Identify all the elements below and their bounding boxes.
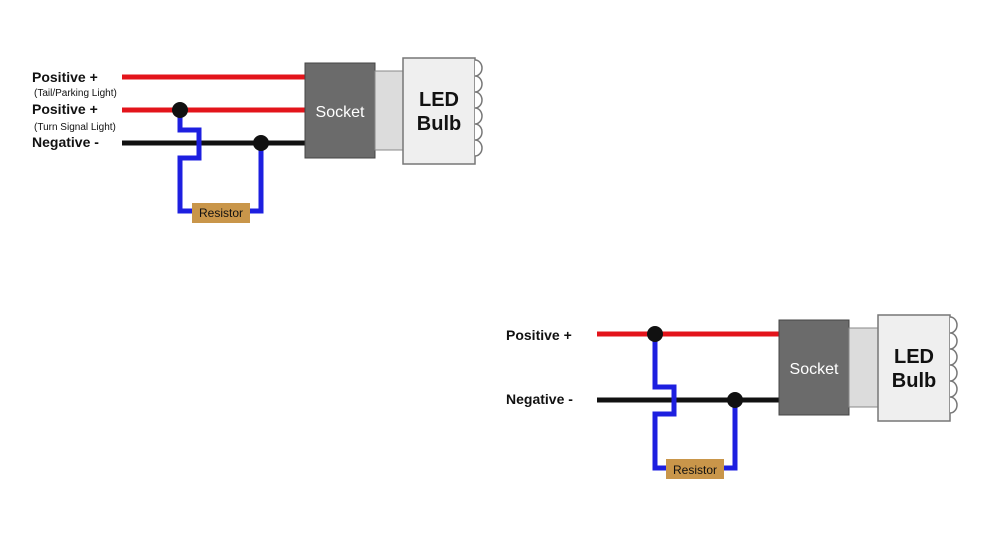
resistor bbox=[666, 459, 724, 479]
led-bulb bbox=[402, 57, 476, 165]
resistor-label: Resistor bbox=[673, 463, 717, 477]
positive-label: Positive + bbox=[506, 327, 572, 343]
junction-dot bbox=[172, 102, 188, 118]
led-bumps bbox=[474, 59, 483, 157]
resistor-lead-left bbox=[177, 110, 202, 214]
junction-dot bbox=[727, 392, 743, 408]
positive-tail-label: Positive + bbox=[32, 69, 98, 85]
diagram-single-positive: Positive + Negative - Resistor Socket LE… bbox=[506, 314, 958, 479]
negative-label: Negative - bbox=[506, 391, 573, 407]
resistor-label: Resistor bbox=[199, 206, 243, 220]
socket bbox=[304, 62, 376, 159]
bulb-collar bbox=[848, 327, 879, 408]
bulb-collar bbox=[374, 70, 404, 151]
junction-dot bbox=[253, 135, 269, 151]
bulb-label-bulb: Bulb bbox=[892, 370, 936, 392]
positive-tail-sublabel: (Tail/Parking Light) bbox=[34, 88, 117, 99]
resistor-lead-left bbox=[652, 334, 677, 471]
negative-label: Negative - bbox=[32, 134, 99, 150]
bulb-label-led: LED bbox=[419, 89, 459, 111]
diagram-tail-turn-signal: Positive + (Tail/Parking Light) Positive… bbox=[32, 57, 483, 223]
resistor-lead-right bbox=[248, 143, 264, 214]
positive-turn-label: Positive + bbox=[32, 101, 98, 117]
positive-turn-sublabel: (Turn Signal Light) bbox=[34, 122, 116, 133]
junction-dot bbox=[647, 326, 663, 342]
bulb-label-led: LED bbox=[894, 346, 934, 368]
led-bumps bbox=[949, 316, 958, 414]
led-bulb bbox=[877, 314, 951, 422]
resistor bbox=[192, 203, 250, 223]
bulb-label-bulb: Bulb bbox=[417, 113, 461, 135]
socket-label: Socket bbox=[790, 361, 839, 378]
resistor-lead-right bbox=[722, 400, 738, 471]
socket-label: Socket bbox=[316, 104, 365, 121]
socket bbox=[778, 319, 850, 416]
